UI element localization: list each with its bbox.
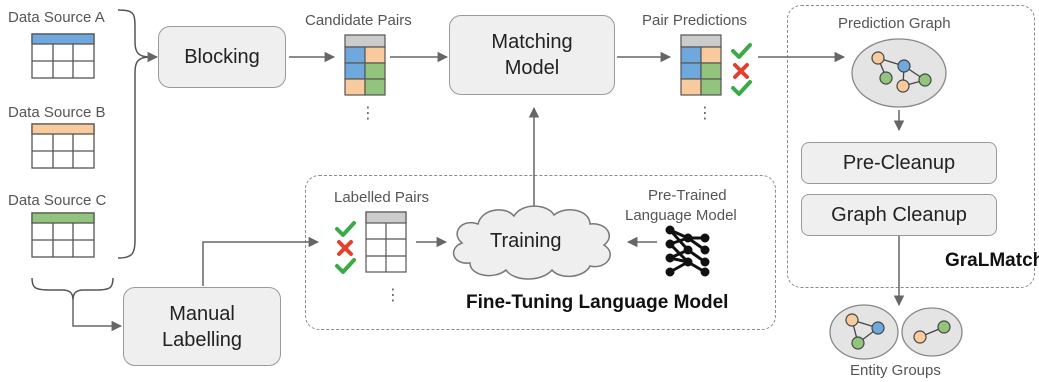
check-icon [731,80,752,96]
prediction-graph [851,38,947,108]
gralmatch-title: GraLMatch [945,250,1039,271]
training-cloud [452,205,611,280]
matching-label-line1: Matching [491,31,573,53]
pre-cleanup-label: Pre-Cleanup [842,152,956,174]
bottom-brace [31,277,114,301]
sources-brace [117,9,151,259]
check-icon [335,221,356,237]
labelled-pairs-table [365,211,407,273]
pair-predictions-table [680,34,722,96]
candidate-pairs-table [344,34,386,96]
entity-groups-label: Entity Groups [850,362,941,379]
blocking-label: Blocking [184,46,260,68]
check-icon [335,258,356,274]
candidate-pairs-more: ⋮ [360,105,376,122]
neural-network-icon [665,225,710,277]
labelled-pairs-more: ⋮ [385,287,401,304]
blocking-box: Blocking [158,26,286,88]
graph-cleanup-box: Graph Cleanup [801,194,997,236]
entity-group-1 [829,304,899,360]
data-source-a-label: Data Source A [8,9,105,26]
matching-label-line2: Model [504,57,560,79]
table-source-a [31,33,95,79]
data-source-c-label: Data Source C [8,192,107,209]
plm-label-line2: Language Model [625,207,737,224]
manual-label-line2: Labelling [161,328,243,351]
manual-to-labelled-arrow [202,236,320,286]
table-source-b [31,123,95,169]
table-source-c [31,212,95,258]
labelled-pairs-label: Labelled Pairs [334,189,430,206]
fine-tuning-group [305,175,776,330]
cross-icon [337,240,353,256]
brace-to-manual-arrow [72,300,123,332]
data-source-b-label: Data Source B [8,104,106,121]
check-icon [731,43,752,59]
pre-cleanup-box: Pre-Cleanup [801,142,997,184]
pair-predictions-label: Pair Predictions [642,12,748,29]
matching-model-box: Matching Model [449,15,615,95]
gralmatch-group [787,5,1035,288]
pair-predictions-more: ⋮ [697,105,713,122]
training-label: Training [490,230,562,252]
fine-tuning-title: Fine-Tuning Language Model [466,292,729,313]
entity-group-2 [901,307,963,357]
manual-labelling-box: Manual Labelling [123,287,281,366]
manual-label-line1: Manual [169,302,235,325]
prediction-graph-label: Prediction Graph [838,15,951,32]
cross-icon [733,63,749,79]
graph-cleanup-label: Graph Cleanup [831,204,967,226]
candidate-pairs-label: Candidate Pairs [305,12,412,29]
plm-label-line1: Pre-Trained [648,187,727,204]
